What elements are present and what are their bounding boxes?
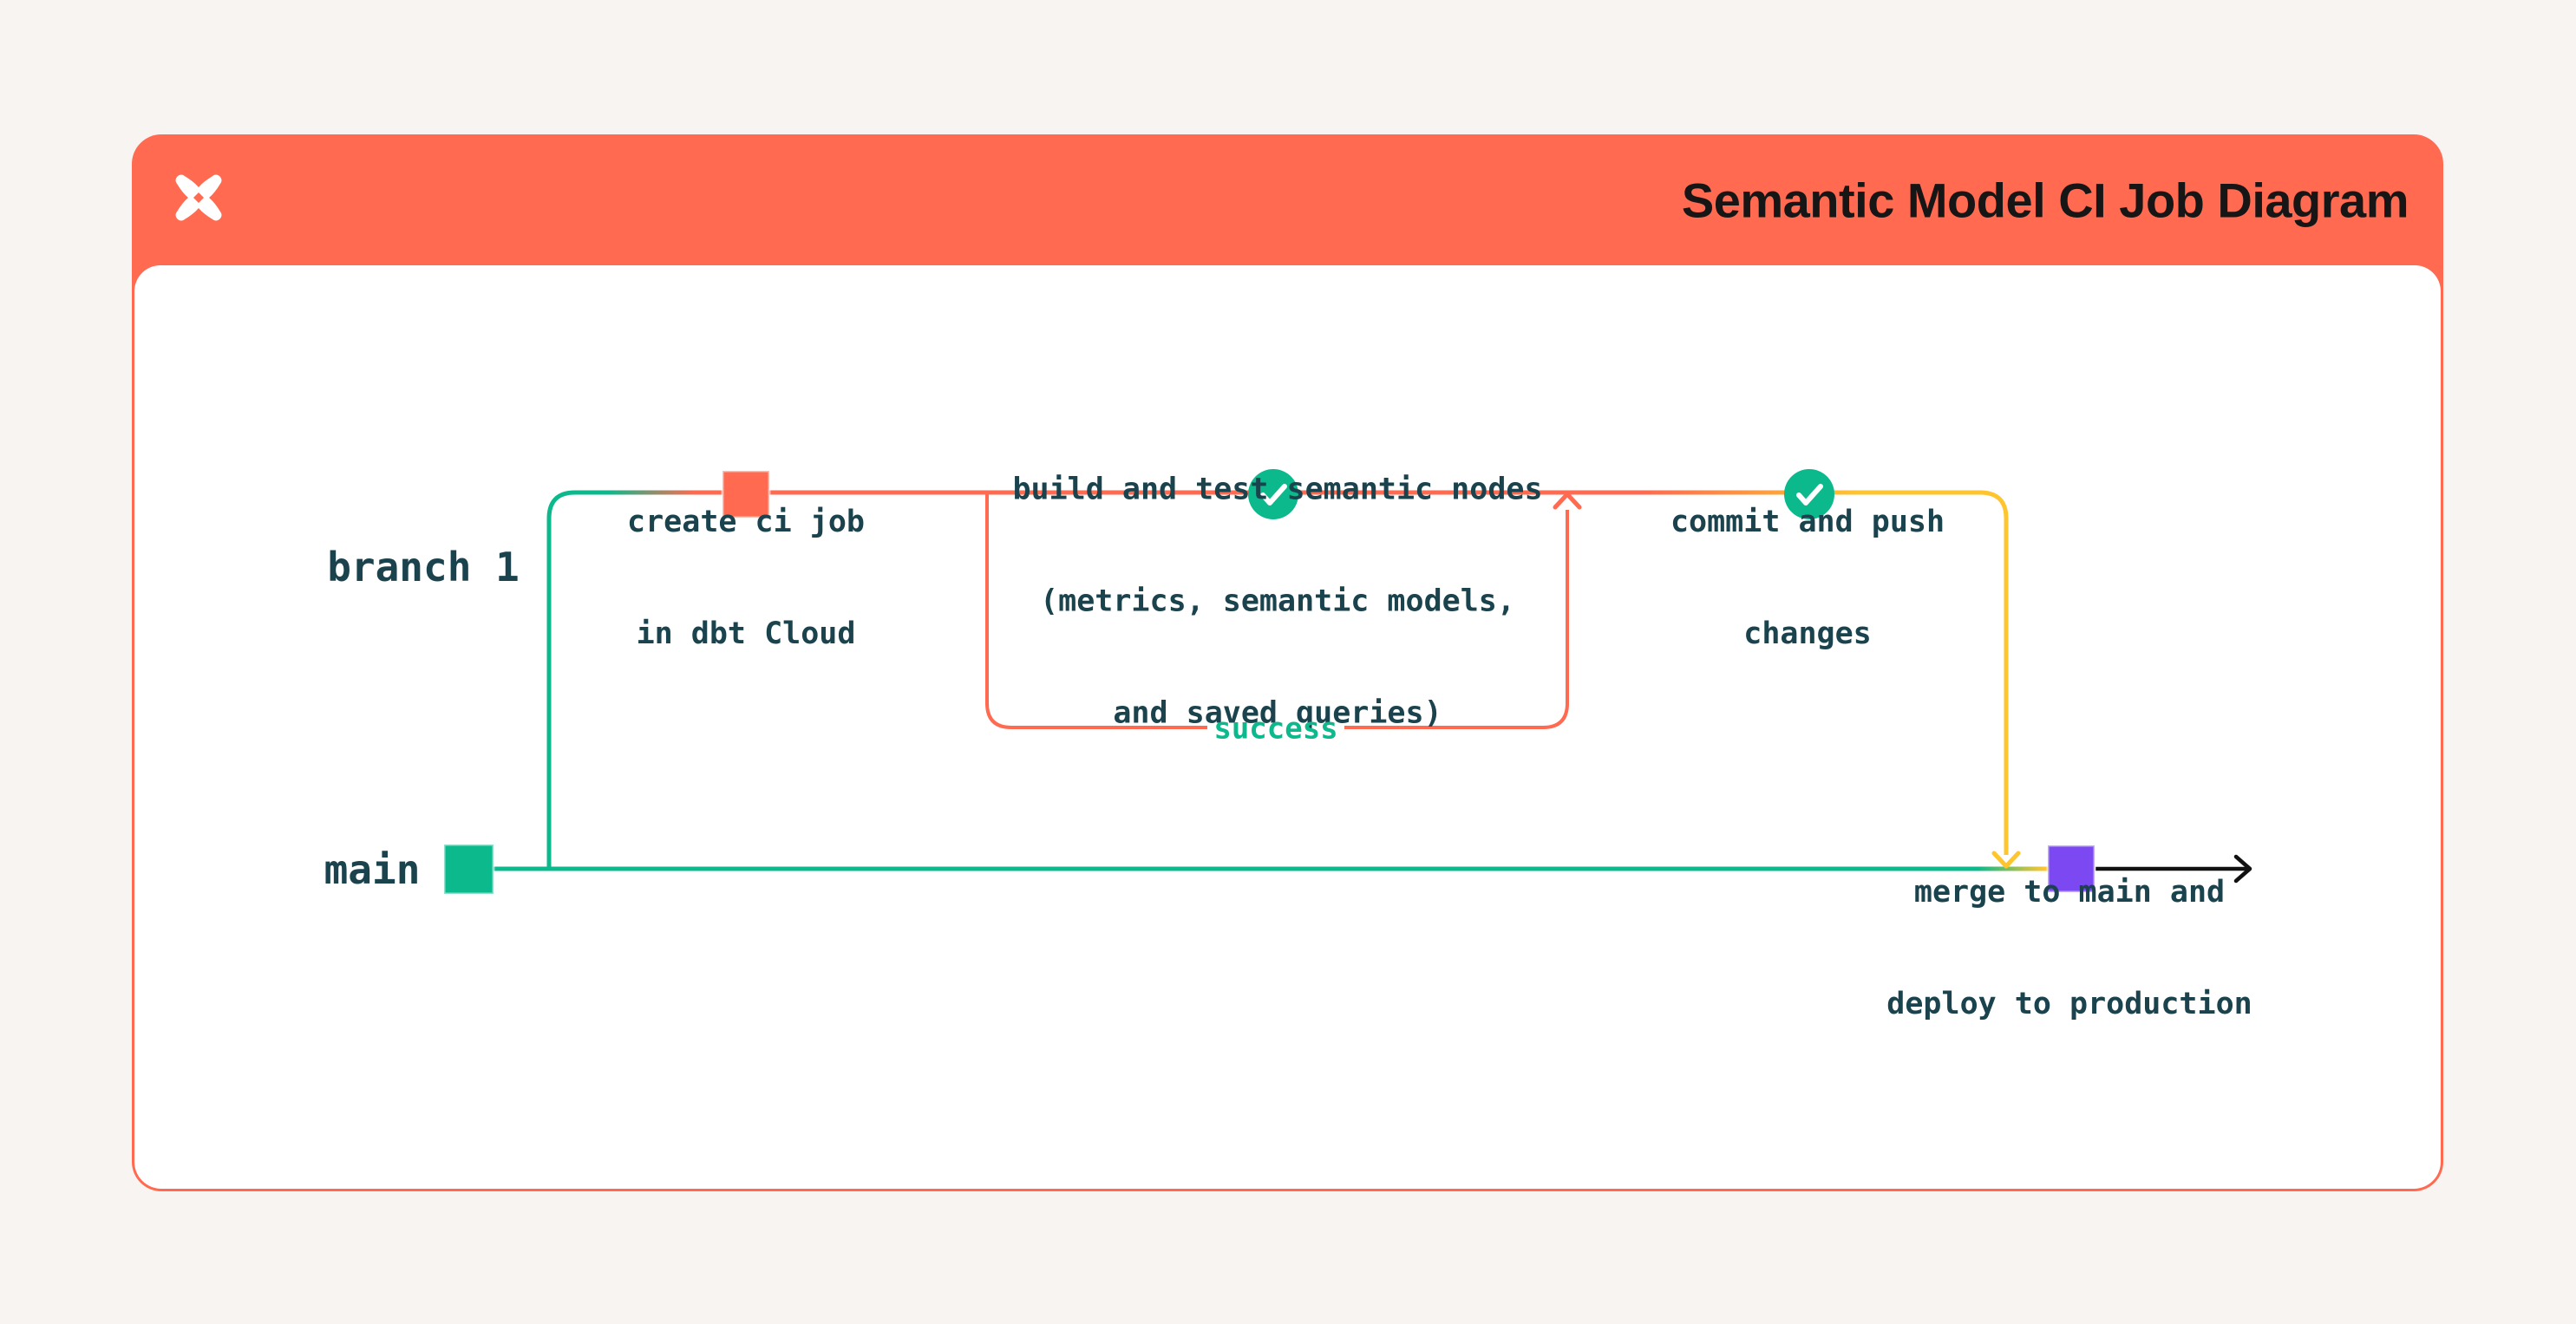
node-label-line: deploy to production (1886, 987, 2252, 1021)
node-label-line: and saved queries) (1113, 695, 1442, 731)
merge-arrow-down-icon (1991, 851, 2021, 869)
dbt-logo-icon (175, 174, 222, 221)
node-label-build-and-test: build and test semantic nodes (metrics, … (1012, 397, 1542, 807)
deploy-arrow-right-icon (2233, 854, 2252, 884)
loop-success-label: success (1213, 711, 1338, 747)
node-label-line: merge to main and (1913, 875, 2226, 910)
diagram-canvas (134, 265, 2441, 1189)
commit-node-main (442, 843, 495, 896)
ci-loop-line-left (985, 494, 1207, 729)
node-label-line: (metrics, semantic models, (1040, 584, 1515, 619)
page-title: Semantic Model CI Job Diagram (1681, 173, 2409, 228)
check-icon (1784, 469, 1834, 519)
node-label-create-ci-job: create ci job in dbt Cloud (627, 429, 865, 727)
node-label-line: commit and push (1670, 505, 1945, 539)
node-label-line: create ci job (627, 505, 865, 539)
node-label-commit-and-push: commit and push changes (1670, 429, 1945, 727)
branch-label-main: main (324, 846, 421, 893)
node-label-line: in dbt Cloud (636, 616, 856, 651)
loop-arrow-up-icon (1553, 492, 1582, 510)
commit-node-merge (2046, 844, 2096, 894)
node-label-line: changes (1743, 616, 1872, 651)
diagram-card: Semantic Model CI Job Diagram (132, 134, 2443, 1191)
check-icon (1248, 469, 1298, 519)
branch-label-branch1: branch 1 (327, 544, 520, 590)
ci-loop-line-right (1344, 510, 1569, 729)
commit-node-create-ci-job (721, 469, 771, 519)
node-label-merge-to-main: merge to main and deploy to production (1886, 799, 2252, 1098)
node-label-line: build and test semantic nodes (1012, 472, 1543, 507)
